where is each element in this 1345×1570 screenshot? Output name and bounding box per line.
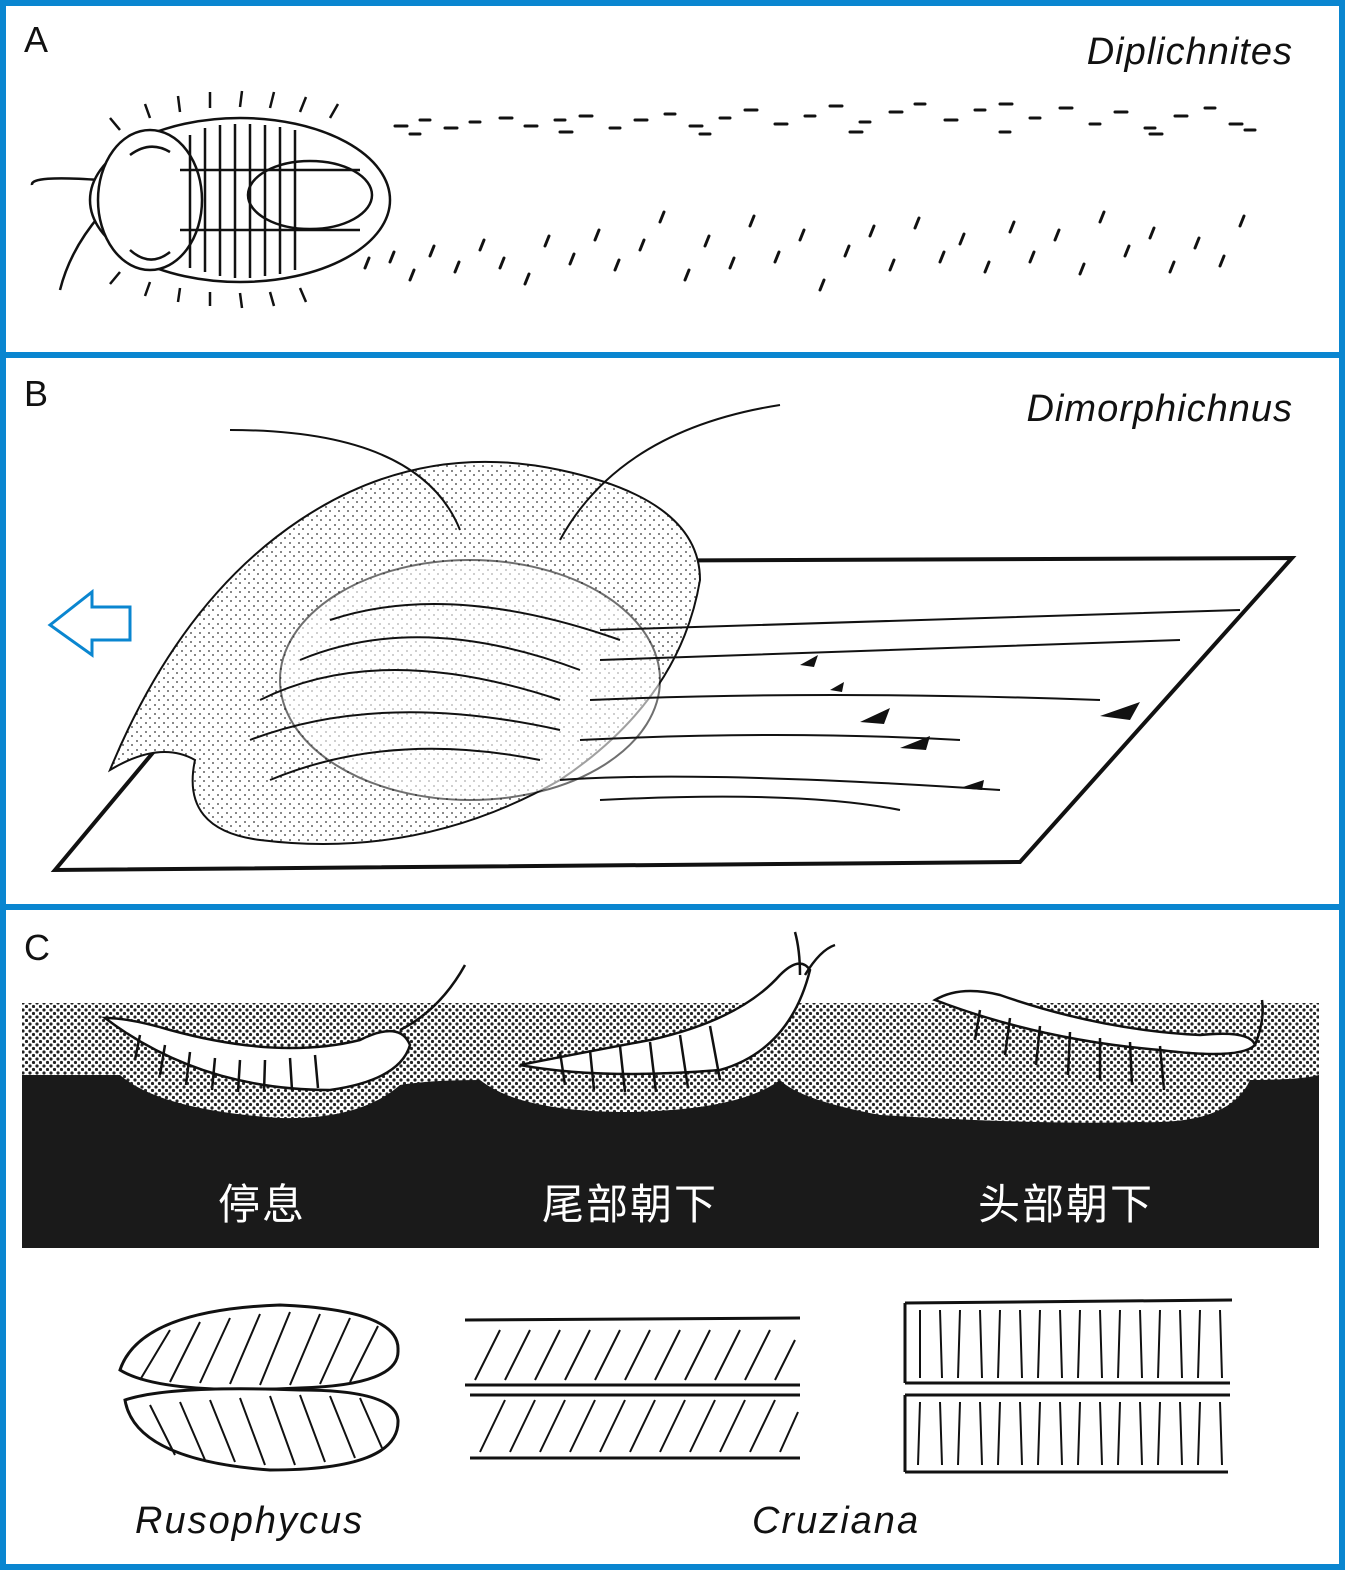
stage-label-head-down: 头部朝下 bbox=[978, 1180, 1155, 1229]
track-row-upper bbox=[393, 102, 1257, 136]
trilobite-a bbox=[30, 90, 392, 309]
panel-divider-bc bbox=[0, 904, 1345, 910]
trilobite-b bbox=[107, 404, 1241, 845]
trilobite-head-down bbox=[932, 989, 1264, 1091]
panel-c-label: C bbox=[24, 927, 50, 968]
trilobite-resting bbox=[101, 964, 467, 1093]
cruziana-trace-2 bbox=[903, 1298, 1233, 1474]
cruziana-trace-1 bbox=[464, 1316, 801, 1460]
panel-b-title: Dimorphichnus bbox=[1026, 388, 1293, 430]
left-arrow-outline-icon bbox=[47, 588, 132, 658]
stage-label-resting: 停息 bbox=[218, 1180, 307, 1229]
trace-name-cruziana: Cruziana bbox=[752, 1500, 921, 1542]
panel-divider-ab bbox=[0, 352, 1345, 358]
track-row-lower bbox=[363, 210, 1246, 292]
drag-marks bbox=[800, 655, 1140, 790]
panel-a-title: Diplichnites bbox=[1086, 31, 1293, 73]
trace-name-rusophycus: Rusophycus bbox=[135, 1500, 365, 1542]
panel-a-label: A bbox=[24, 19, 49, 60]
panel-b-label: B bbox=[24, 373, 49, 414]
rusophycus-trace bbox=[118, 1303, 400, 1472]
trilobite-tail-down bbox=[519, 931, 836, 1093]
stage-label-tail-down: 尾部朝下 bbox=[542, 1180, 719, 1229]
